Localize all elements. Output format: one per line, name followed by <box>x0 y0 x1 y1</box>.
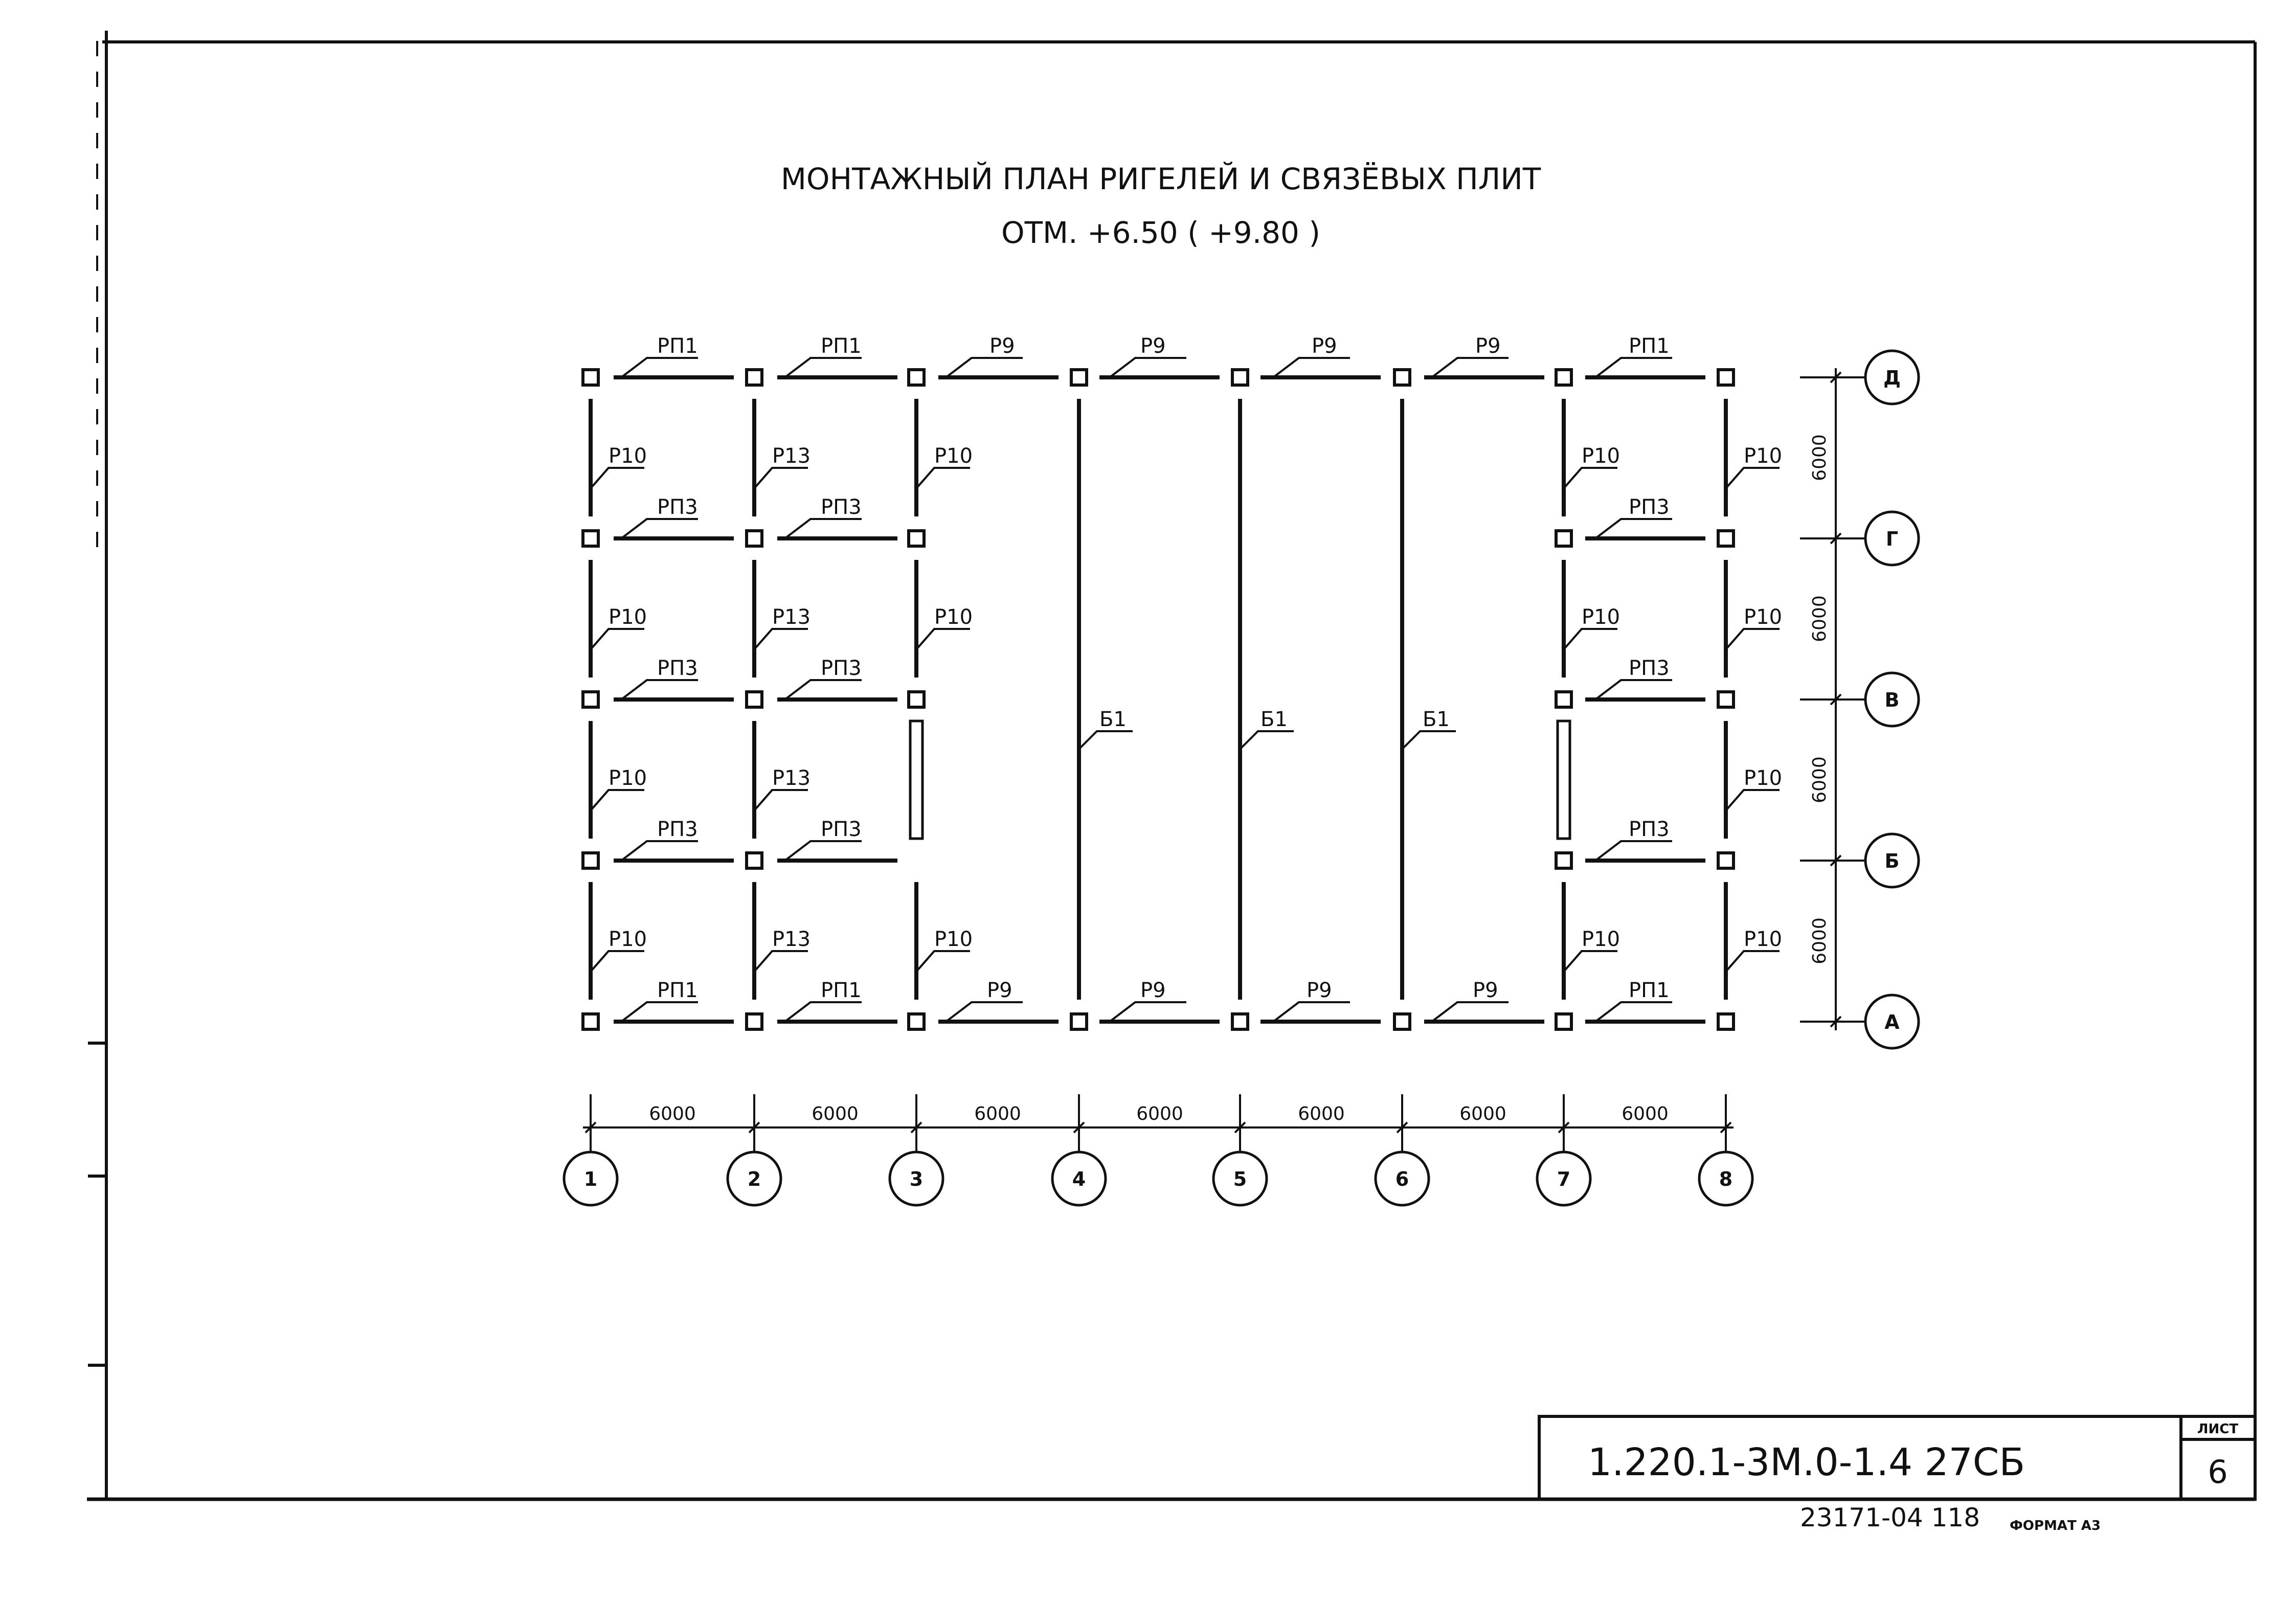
axis-label-2: 2 <box>748 1168 761 1190</box>
label-r9: Р9 <box>1140 979 1166 1002</box>
dimension-label: 6000 <box>1298 1103 1345 1124</box>
document-code: 1.220.1-3М.0-1.4 27СБ <box>1588 1440 2025 1484</box>
label-b1: Б1 <box>1099 708 1127 731</box>
label-rp3: РП3 <box>1629 495 1670 519</box>
label-r13: Р13 <box>772 766 811 790</box>
label-r9: Р9 <box>987 979 1012 1002</box>
label-r13: Р13 <box>772 444 811 468</box>
column-squares <box>581 368 1735 1031</box>
label-r9: Р9 <box>1312 334 1337 358</box>
label-r10: Р10 <box>934 605 973 629</box>
axis-label-d: Д <box>1883 367 1901 389</box>
label-rp3: РП3 <box>821 657 862 680</box>
dimension-label: 6000 <box>1809 595 1830 642</box>
label-r10: Р10 <box>609 605 647 629</box>
label-r10: Р10 <box>609 766 647 790</box>
label-r10: Р10 <box>1582 605 1620 629</box>
label-r9: Р9 <box>1475 334 1501 358</box>
label-rp3: РП3 <box>657 495 698 519</box>
frame <box>87 31 2257 1501</box>
label-rp3: РП3 <box>1629 818 1670 841</box>
label-r9: Р9 <box>989 334 1015 358</box>
sheet-number: 6 <box>2208 1453 2227 1491</box>
dimension-label: 6000 <box>1136 1103 1183 1124</box>
horizontal-dimension-line <box>583 1094 1734 1153</box>
title-block <box>1538 1415 2257 1501</box>
dimension-label: 6000 <box>649 1103 696 1124</box>
axis-label-5: 5 <box>1233 1168 1247 1190</box>
label-r13: Р13 <box>772 928 811 951</box>
axis-label-1: 1 <box>584 1168 597 1190</box>
label-r10: Р10 <box>1744 766 1782 790</box>
label-r10: Р10 <box>1582 444 1620 468</box>
dimension-label: 6000 <box>1459 1103 1506 1124</box>
column-axis-bubbles <box>562 1150 1754 1207</box>
row-axis-bubbles <box>1864 349 1920 1050</box>
label-rp1: РП1 <box>821 334 862 358</box>
label-rp1: РП1 <box>1629 979 1670 1002</box>
format-label: ФОРМАТ А3 <box>2010 1518 2101 1533</box>
dimension-label: 6000 <box>974 1103 1021 1124</box>
label-rp1: РП1 <box>657 979 698 1002</box>
label-r10: Р10 <box>934 444 973 468</box>
label-b1: Б1 <box>1260 708 1288 731</box>
label-rp3: РП3 <box>657 818 698 841</box>
axis-label-3: 3 <box>910 1168 923 1190</box>
axis-label-v: В <box>1885 689 1900 711</box>
dimension-label: 6000 <box>1809 917 1830 964</box>
label-rp1: РП1 <box>821 979 862 1002</box>
label-r10: Р10 <box>1744 928 1782 951</box>
label-r10: Р10 <box>1582 928 1620 951</box>
slab-panel-3 <box>909 719 924 840</box>
label-r9: Р9 <box>1473 979 1498 1002</box>
label-r10: Р10 <box>1744 444 1782 468</box>
axis-label-4: 4 <box>1072 1168 1086 1190</box>
label-rp3: РП3 <box>657 657 698 680</box>
archive-number: 23171-04 118 <box>1800 1503 1980 1532</box>
dimension-label: 6000 <box>1809 756 1830 803</box>
dimension-label: 6000 <box>1809 434 1830 481</box>
axis-label-g: Г <box>1886 528 1898 550</box>
axis-label-8: 8 <box>1719 1168 1732 1190</box>
label-b1: Б1 <box>1423 708 1450 731</box>
vertical-dimension-line <box>1800 368 1866 1030</box>
label-rp3: РП3 <box>1629 657 1670 680</box>
axis-label-a: А <box>1884 1011 1900 1033</box>
label-r10: Р10 <box>1744 605 1782 629</box>
label-r10: Р10 <box>609 444 647 468</box>
drawing-subtitle: ОТМ. +6.50 ( +9.80 ) <box>1001 215 1320 250</box>
label-rp1: РП1 <box>657 334 698 358</box>
label-rp3: РП3 <box>821 818 862 841</box>
beam-lines <box>589 375 1728 1024</box>
axis-label-7: 7 <box>1557 1168 1570 1190</box>
label-r10: Р10 <box>609 928 647 951</box>
dimension-label: 6000 <box>812 1103 859 1124</box>
label-r13: Р13 <box>772 605 811 629</box>
dimension-label: 6000 <box>1622 1103 1669 1124</box>
label-r10: Р10 <box>934 928 973 951</box>
slab-panel-7 <box>1556 719 1571 840</box>
label-leaders <box>590 357 1780 1023</box>
label-rp1: РП1 <box>1629 334 1670 358</box>
label-r9: Р9 <box>1307 979 1332 1002</box>
axis-label-b: Б <box>1885 850 1900 872</box>
drawing-title: МОНТАЖНЫЙ ПЛАН РИГЕЛЕЙ И СВЯЗЁВЫХ ПЛИТ <box>781 161 1541 196</box>
axis-label-6: 6 <box>1395 1168 1409 1190</box>
label-r9: Р9 <box>1140 334 1166 358</box>
label-rp3: РП3 <box>821 495 862 519</box>
sheet-label: ЛИСТ <box>2197 1422 2238 1437</box>
